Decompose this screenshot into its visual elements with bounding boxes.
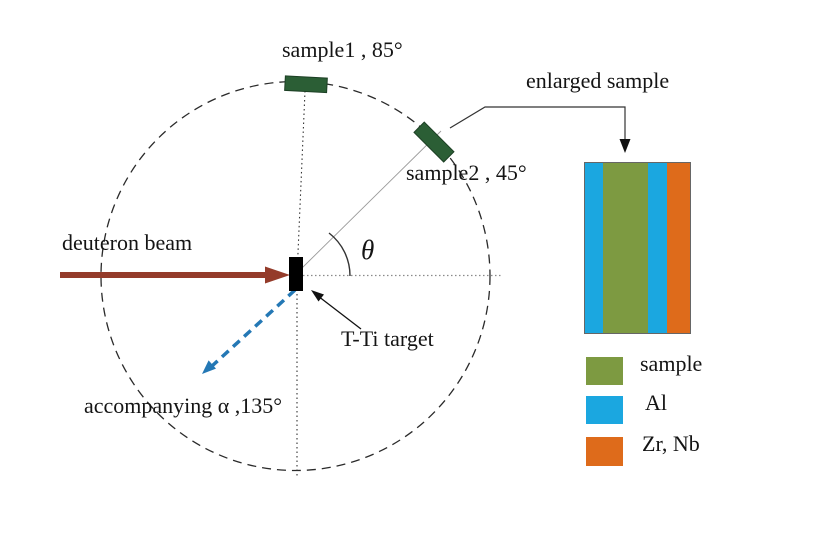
legend-label-zr-nb: Zr, Nb [642, 431, 700, 456]
alpha-dashed-arrow [210, 288, 297, 368]
legend-label-sample: sample [640, 351, 703, 376]
t-ti-pointer-line [317, 295, 362, 330]
sample1-label: sample1 , 85° [282, 37, 403, 62]
enlarged-sample-outline [584, 162, 691, 334]
sample1-dotted-line [296, 90, 306, 277]
layer-al-right [648, 163, 667, 333]
t-ti-target-label: T-Ti target [341, 326, 434, 351]
accompanying-alpha-label: accompanying α ,135° [84, 393, 283, 418]
legend-swatch-sample [586, 357, 623, 385]
t-ti-pointer-arrowhead [311, 290, 324, 302]
enlarged-sample-pointer-line [449, 106, 626, 141]
deuteron-beam-arrowhead [265, 266, 290, 284]
sample1-chip [284, 75, 328, 94]
sample2-label: sample2 , 45° [406, 160, 527, 185]
legend-label-al: Al [645, 390, 667, 415]
enlarged-sample-pointer-arrowhead [619, 139, 631, 153]
theta-arc [328, 232, 351, 277]
layer-al-left [585, 163, 603, 333]
alpha-arrowhead [202, 360, 216, 374]
radius-45-line [300, 130, 442, 270]
layer-zr-nb [667, 163, 690, 333]
deuteron-beam-label: deuteron beam [62, 230, 193, 255]
legend-swatch-zr-nb [586, 437, 623, 466]
legend-swatch-al [586, 396, 623, 424]
t-ti-target-rect [289, 257, 303, 291]
theta-label: θ [361, 235, 375, 265]
sample2-chip [413, 121, 455, 163]
layer-sample [603, 163, 648, 333]
enlarged-sample-label: enlarged sample [526, 68, 670, 93]
